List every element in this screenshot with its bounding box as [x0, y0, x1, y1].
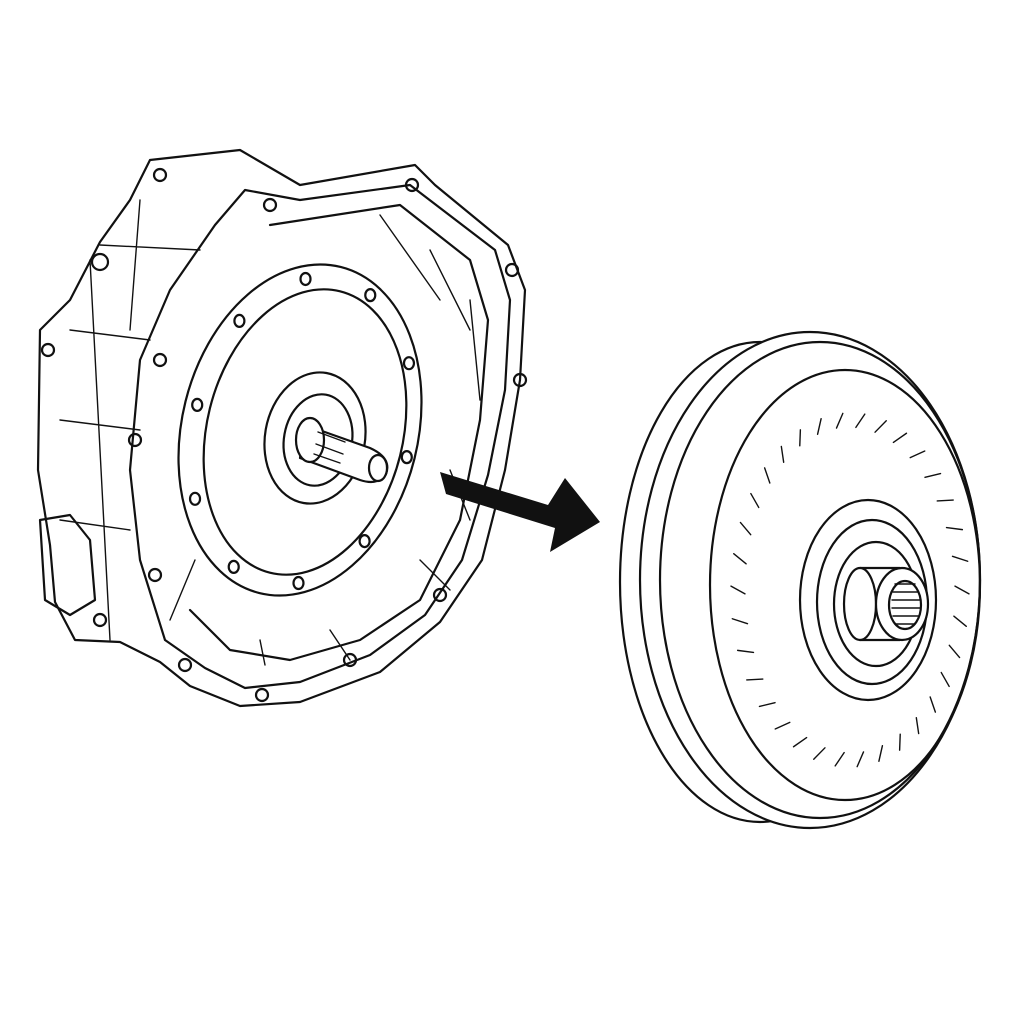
converter-fin	[750, 492, 760, 509]
flange-bolt-hole	[292, 575, 305, 591]
converter-fin	[746, 678, 764, 681]
flange-bolts	[188, 271, 416, 591]
flange-bolt-hole	[402, 356, 416, 371]
converter-fin	[730, 585, 746, 595]
converter-fins	[730, 412, 970, 768]
converter-fin	[736, 649, 755, 654]
flange-bolt-hole	[233, 313, 246, 328]
converter-fin	[799, 429, 802, 447]
converter-fin	[898, 733, 901, 751]
converter-fin	[856, 751, 865, 768]
flange-bolt-hole	[188, 491, 202, 506]
neck-bore	[887, 579, 923, 631]
converter-fin	[792, 736, 808, 748]
converter-fin	[951, 555, 969, 562]
converter-fin	[758, 701, 776, 708]
housing-bolt-holes	[40, 167, 528, 703]
converter-fin	[813, 747, 826, 760]
converter-fin	[945, 526, 964, 531]
converter-fin	[834, 751, 845, 767]
shaft-end	[367, 453, 389, 483]
converter-fin	[874, 420, 887, 433]
flange-bolt-hole	[191, 397, 204, 412]
flange-bolt-hole	[227, 559, 240, 574]
converter-fin	[953, 615, 967, 627]
converter-fin	[780, 445, 785, 463]
flange-inner	[202, 288, 408, 576]
bell-housing-inner	[188, 203, 490, 662]
converter-fin	[954, 585, 970, 595]
flange-bolt-hole	[299, 271, 312, 287]
input-shaft	[294, 416, 389, 484]
torque-converter	[618, 330, 982, 830]
converter-fin	[763, 467, 771, 484]
converter-fin	[835, 412, 844, 429]
flange-bolt-hole	[358, 534, 371, 549]
flange-bolt-hole	[364, 288, 377, 303]
converter-hub-outer	[798, 498, 938, 702]
neck-base	[842, 566, 878, 642]
converter-fin	[878, 745, 884, 763]
bore-threads	[891, 583, 921, 625]
converter-fin	[915, 717, 920, 735]
converter-fin	[739, 521, 752, 536]
converter-fin	[940, 671, 950, 688]
shaft-spline	[294, 416, 326, 464]
side-boss	[38, 513, 97, 617]
converter-fin	[948, 644, 961, 659]
bell-housing-rim	[128, 183, 512, 690]
spline-lines	[313, 431, 346, 464]
converter-fin	[816, 417, 822, 435]
converter-fin	[892, 432, 908, 444]
flange-bolt-hole	[400, 450, 413, 465]
removal-arrow	[440, 472, 600, 552]
converter-fin	[855, 413, 866, 429]
converter-fin	[924, 472, 942, 479]
converter-front-face	[708, 368, 982, 802]
converter-fin	[929, 696, 937, 713]
converter-fin	[774, 721, 791, 730]
converter-fin	[731, 618, 749, 625]
converter-fin	[936, 499, 954, 502]
converter-fin	[733, 553, 747, 565]
converter-fin	[909, 450, 926, 459]
